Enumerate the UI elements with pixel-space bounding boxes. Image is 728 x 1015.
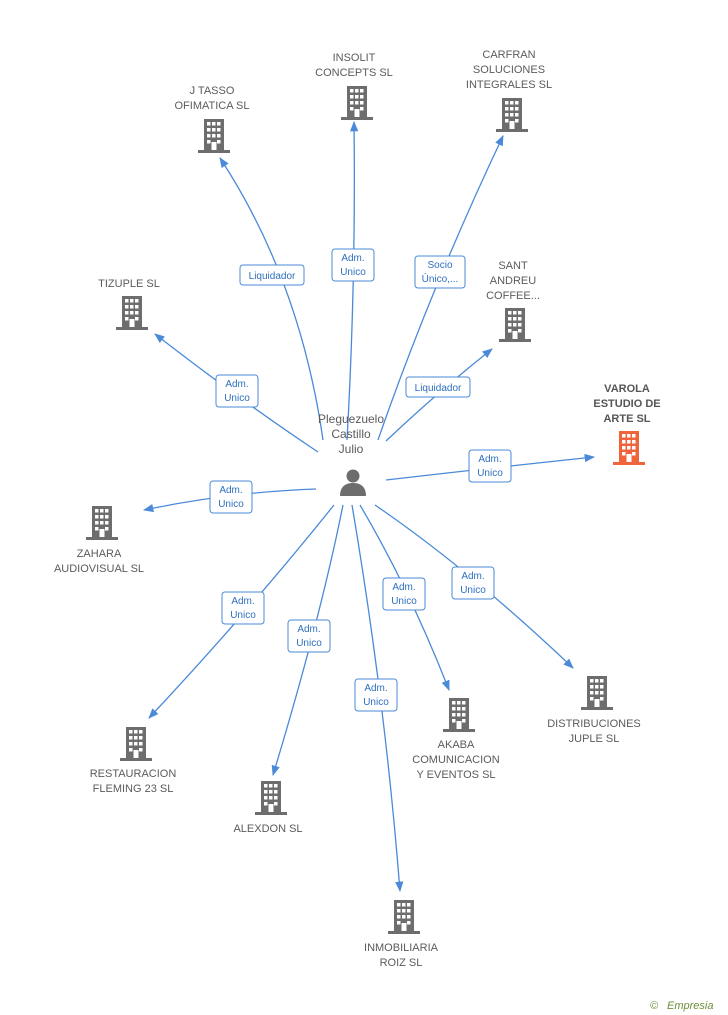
company-label-line: Y EVENTOS SL	[416, 769, 495, 781]
role-label-text: Socio	[427, 260, 452, 271]
company-label-tizuple[interactable]: TIZUPLE SL	[98, 278, 160, 290]
company-label-line: JUPLE SL	[569, 733, 620, 745]
company-label-line: ESTUDIO DE	[593, 398, 660, 410]
role-label-text: Unico	[391, 596, 417, 607]
building-icon-restauracion[interactable]	[120, 727, 152, 761]
role-label-text: Unico	[230, 610, 256, 621]
company-label-line: AUDIOVISUAL SL	[54, 563, 144, 575]
company-label-line: AKABA	[438, 739, 475, 751]
role-label-text: Unico	[363, 697, 389, 708]
role-label-varola[interactable]: Adm. Unico	[468, 449, 512, 483]
edge-j-tasso	[219, 157, 324, 441]
role-label-text: Adm.	[231, 596, 254, 607]
role-label-text: Adm.	[392, 582, 415, 593]
role-label-carfran[interactable]: SocioÚnico,...	[414, 255, 466, 289]
role-label-text: Unico	[477, 468, 503, 479]
company-label-line: J TASSO	[190, 85, 235, 97]
company-label-line: OFIMATICA SL	[175, 100, 250, 112]
role-label-text: Unico	[460, 585, 486, 596]
watermark: © Empresia	[650, 1000, 713, 1012]
company-label-distribuciones[interactable]: DISTRIBUCIONES JUPLE SL	[547, 718, 641, 745]
role-label-text: Unico	[340, 267, 366, 278]
role-label-alexdon[interactable]: Adm. Unico	[287, 619, 331, 653]
role-label-insolit[interactable]: Adm. Unico	[331, 248, 375, 282]
building-icon-sant-andreu[interactable]	[499, 308, 531, 342]
company-label-line: FLEMING 23 SL	[93, 783, 174, 795]
company-label-inmobiliaria[interactable]: INMOBILIARIA ROIZ SL	[364, 942, 439, 969]
building-icon-carfran[interactable]	[496, 98, 528, 132]
brand-logo-text: Empresia	[667, 1000, 713, 1012]
company-label-line: SANT	[498, 260, 528, 272]
building-icon-distribuciones[interactable]	[581, 676, 613, 710]
building-icon-varola[interactable]	[613, 431, 645, 465]
company-label-line: DISTRIBUCIONES	[547, 718, 641, 730]
building-icon-inmobiliaria[interactable]	[388, 900, 420, 934]
company-label-line: CARFRAN	[482, 49, 535, 61]
role-label-akaba[interactable]: Adm. Unico	[382, 577, 426, 611]
company-label-line: COMUNICACION	[412, 754, 499, 766]
company-label-alexdon[interactable]: ALEXDON SL	[233, 823, 302, 835]
role-label-text: Adm.	[341, 253, 364, 264]
company-label-varola[interactable]: VAROLA ESTUDIO DE ARTE SL	[593, 383, 660, 425]
company-label-line: RESTAURACION	[90, 768, 177, 780]
person-icon[interactable]	[340, 469, 366, 497]
role-label-text: Adm.	[219, 485, 242, 496]
company-label-line: CONCEPTS SL	[315, 67, 393, 79]
role-label-text: Adm.	[364, 683, 387, 694]
role-label-text: Adm.	[461, 571, 484, 582]
role-label-j-tasso[interactable]: Liquidador	[239, 264, 305, 286]
company-label-insolit[interactable]: INSOLIT CONCEPTS SL	[315, 52, 393, 79]
role-label-tizuple[interactable]: Adm. Unico	[215, 374, 259, 408]
building-icon-alexdon[interactable]	[255, 781, 287, 815]
role-label-text: Único,...	[422, 272, 459, 285]
company-label-carfran[interactable]: CARFRAN SOLUCIONES INTEGRALES SL	[466, 49, 552, 91]
role-label-inmobiliaria[interactable]: Adm. Unico	[354, 678, 398, 712]
role-label-sant-andreu[interactable]: Liquidador	[405, 376, 471, 398]
company-label-line: ROIZ SL	[380, 957, 423, 969]
edges-layer: LiquidadorAdm.UnicoSocioÚnico,...Adm.Uni…	[142, 120, 596, 893]
company-label-line: TIZUPLE SL	[98, 278, 160, 290]
company-label-line: ZAHARA	[77, 548, 122, 560]
role-label-text: Adm.	[225, 379, 248, 390]
role-label-text: Unico	[218, 499, 244, 510]
company-label-line: ARTE SL	[603, 413, 650, 425]
company-label-line: INSOLIT	[333, 52, 376, 64]
company-label-restauracion[interactable]: RESTAURACION FLEMING 23 SL	[90, 768, 177, 795]
role-label-text: Unico	[224, 393, 250, 404]
center-name-line: Pleguezuelo	[318, 412, 384, 426]
role-label-text: Liquidador	[249, 271, 296, 282]
building-icon-tizuple[interactable]	[116, 296, 148, 330]
company-label-line: COFFEE...	[486, 290, 540, 302]
company-label-line: VAROLA	[604, 383, 650, 395]
role-label-text: Unico	[296, 638, 322, 649]
role-label-text: Adm.	[297, 624, 320, 635]
company-label-akaba[interactable]: AKABA COMUNICACION Y EVENTOS SL	[412, 739, 499, 781]
company-label-line: ANDREU	[490, 275, 537, 287]
copyright-icon: ©	[650, 1000, 659, 1012]
edge-carfran	[377, 135, 504, 441]
company-label-line: INMOBILIARIA	[364, 942, 439, 954]
role-label-restauracion[interactable]: Adm. Unico	[221, 591, 265, 625]
center-name-line: Castillo	[331, 427, 371, 441]
role-label-zahara[interactable]: Adm. Unico	[209, 480, 253, 514]
company-label-line: SOLUCIONES	[473, 64, 545, 76]
building-icon-j-tasso[interactable]	[198, 119, 230, 153]
nodes-layer: J TASSO OFIMATICA SL INSOLIT CONCEPTS SL CAR…	[54, 49, 661, 969]
role-label-text: Adm.	[478, 454, 501, 465]
center-name-line: Julio	[339, 442, 364, 456]
company-label-j-tasso[interactable]: J TASSO OFIMATICA SL	[175, 85, 250, 112]
building-icon-akaba[interactable]	[443, 698, 475, 732]
role-label-text: Liquidador	[415, 383, 462, 394]
building-icon-zahara[interactable]	[86, 506, 118, 540]
building-icon-insolit[interactable]	[341, 86, 373, 120]
company-label-sant-andreu[interactable]: SANT ANDREU COFFEE...	[486, 260, 540, 302]
company-label-line: INTEGRALES SL	[466, 79, 552, 91]
company-label-line: ALEXDON SL	[233, 823, 302, 835]
role-label-distribuciones[interactable]: Adm. Unico	[451, 566, 495, 600]
company-label-zahara[interactable]: ZAHARA AUDIOVISUAL SL	[54, 548, 144, 575]
